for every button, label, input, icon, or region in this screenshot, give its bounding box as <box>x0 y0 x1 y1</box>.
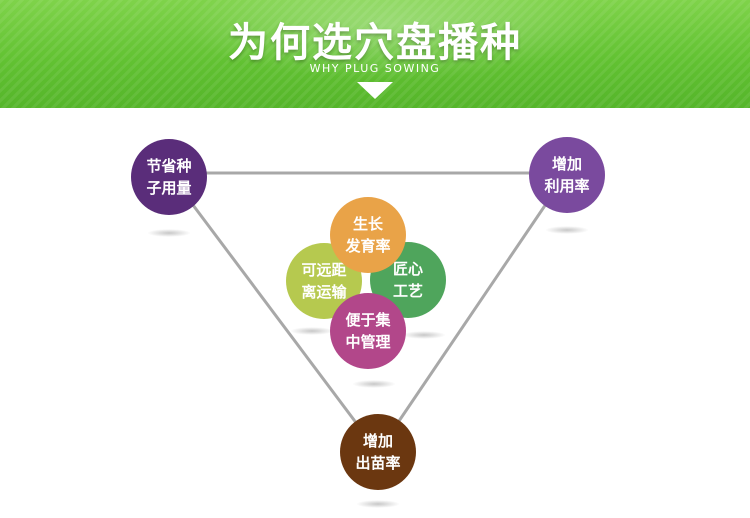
node-increase-emergence-line1: 增加 <box>362 432 393 450</box>
node-increase-emergence: 增加 出苗率 <box>340 414 416 490</box>
node-save-seed-line2: 子用量 <box>146 179 192 197</box>
header-banner: 为何选穴盘播种 WHY PLUG SOWING <box>0 0 750 108</box>
node-increase-utilization-line1: 增加 <box>551 155 582 173</box>
node-central-management: 便于集 中管理 <box>330 293 406 369</box>
line-right <box>376 172 569 453</box>
shadow-center-bottom <box>352 380 396 388</box>
node-central-management-line1: 便于集 <box>345 311 391 329</box>
node-long-distance-transport-line1: 可远距 <box>301 261 347 279</box>
shadow-center-left <box>290 327 334 335</box>
shadow-top-left <box>147 229 191 237</box>
node-growth-rate: 生长 发育率 <box>330 197 406 273</box>
node-central-management-line2: 中管理 <box>345 333 391 351</box>
node-increase-utilization: 增加 利用率 <box>529 137 605 213</box>
page-title: 为何选穴盘播种 <box>228 20 522 66</box>
node-increase-emergence-line2: 出苗率 <box>355 454 401 472</box>
node-craftsmanship-line1: 匠心 <box>392 260 423 278</box>
shadow-center-right <box>402 331 446 339</box>
node-save-seed-line1: 节省种 <box>146 157 192 175</box>
shadow-bottom <box>356 500 400 508</box>
banner-highlight <box>180 0 600 80</box>
node-save-seed: 节省种 子用量 <box>131 139 207 215</box>
node-craftsmanship-line2: 工艺 <box>392 282 423 300</box>
node-growth-rate-line1: 生长 <box>352 215 383 233</box>
down-arrow-icon <box>357 82 393 99</box>
page-subtitle: WHY PLUG SOWING <box>309 62 441 75</box>
node-long-distance-transport-line2: 离运输 <box>301 283 347 301</box>
shadow-top-right <box>545 226 589 234</box>
node-increase-utilization-line2: 利用率 <box>544 177 590 195</box>
node-growth-rate-line2: 发育率 <box>345 237 391 255</box>
line-left <box>167 172 380 453</box>
